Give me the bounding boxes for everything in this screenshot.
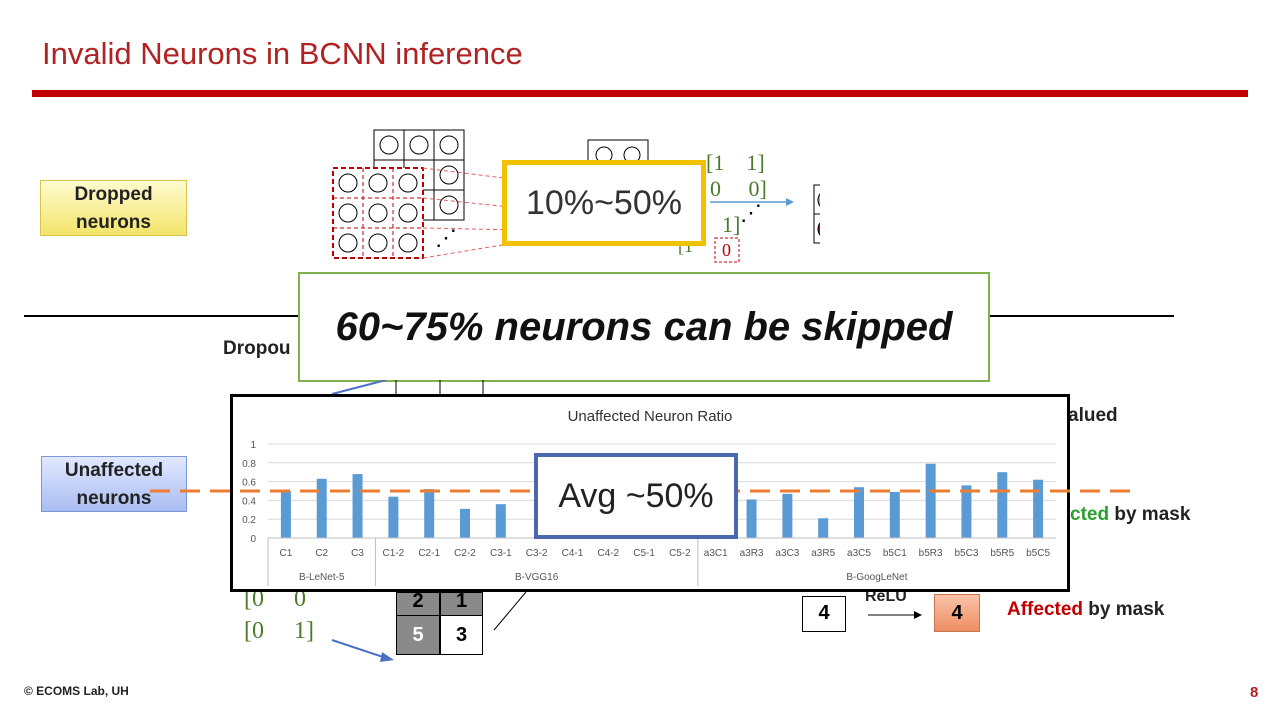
bar <box>782 493 793 538</box>
value-before-relu: 4 <box>802 596 846 632</box>
x-tick-label: C3-2 <box>526 548 548 559</box>
bar <box>424 489 435 538</box>
x-tick-label: a3C1 <box>704 548 728 559</box>
bar <box>1033 479 1044 538</box>
y-tick-label: 0.2 <box>242 515 256 526</box>
bar <box>316 478 327 538</box>
bar <box>818 518 829 538</box>
y-tick-label: 0 <box>250 534 256 545</box>
x-tick-label: C1 <box>280 548 293 559</box>
tile-gray-top-right: 1 <box>440 591 483 616</box>
valued-label: alued <box>1068 405 1118 426</box>
unaffected-by-mask-label: cted by mask <box>1070 504 1191 525</box>
x-tick-label: C4-1 <box>562 548 584 559</box>
dropout-label: Dropou <box>223 338 291 359</box>
x-tick-label: b5C3 <box>955 548 979 559</box>
chart-title: Unaffected Neuron Ratio <box>567 408 733 425</box>
y-tick-label: 1 <box>250 440 256 451</box>
group-label: B-LeNet-5 <box>299 572 345 583</box>
page-number: 8 <box>1250 684 1259 701</box>
bar <box>352 474 363 538</box>
x-tick-label: b5R5 <box>990 548 1014 559</box>
bar <box>854 487 864 538</box>
mask-matrix-bottom-row2: [0 1] <box>244 618 314 644</box>
affected-by-mask-label: Affected by mask <box>1007 599 1165 620</box>
relu-label: ReLU <box>865 588 907 605</box>
relu-arrow <box>868 611 922 619</box>
x-tick-label: C4-2 <box>597 548 619 559</box>
y-tick-label: 0.6 <box>242 478 256 489</box>
bar <box>280 491 291 538</box>
bar <box>925 463 936 538</box>
average-callout: Avg ~50% <box>534 453 738 539</box>
dropout-range-callout: 10%~50% <box>502 160 706 246</box>
dropout-diagram: ⋰ ⋰ <box>332 129 820 263</box>
x-tick-label: b5R3 <box>919 548 943 559</box>
mask-matrix-mid: 1] <box>722 212 741 237</box>
dropped-neurons-label: Dropped neurons <box>40 180 187 236</box>
mask-matrix-top-row2: 0 0] <box>710 176 767 201</box>
tile-white-bottom: 3 <box>440 615 483 655</box>
bar <box>961 485 972 538</box>
x-tick-label: a3C5 <box>847 548 871 559</box>
x-tick-label: a3R3 <box>740 548 764 559</box>
mask-matrix-bottom-row1: [0 0 <box>244 586 306 612</box>
mask-matrix-mid-row2: [1 <box>678 236 693 256</box>
tile-gray-bottom: 5 <box>396 615 440 655</box>
x-tick-label: C5-1 <box>633 548 655 559</box>
x-tick-label: C2 <box>315 548 328 559</box>
x-tick-label: C3-1 <box>490 548 512 559</box>
title-rule <box>32 90 1248 97</box>
bar <box>746 499 757 538</box>
x-tick-label: b5C5 <box>1026 548 1050 559</box>
slide-title: Invalid Neurons in BCNN inference <box>42 36 523 71</box>
lower-connectors <box>331 380 527 662</box>
bar <box>997 472 1008 538</box>
y-tick-label: 0.8 <box>242 459 256 470</box>
lab-credit: © ECOMS Lab, UH <box>24 684 129 698</box>
x-tick-label: C2-2 <box>454 548 476 559</box>
x-tick-label: C5-2 <box>669 548 691 559</box>
tile-gray-top-left: 2 <box>396 591 440 616</box>
output-map-front <box>813 184 820 244</box>
y-tick-label: 0.4 <box>242 496 256 507</box>
value-after-relu: 4 <box>934 594 980 632</box>
mask-matrix-top: [1 1] <box>706 150 765 175</box>
bar <box>388 496 399 538</box>
svg-text:⋰: ⋰ <box>435 225 457 250</box>
x-tick-label: a3R5 <box>811 548 835 559</box>
bar <box>889 491 900 538</box>
feature-map-front <box>332 167 424 259</box>
bar <box>495 504 506 538</box>
x-tick-label: C2-1 <box>418 548 440 559</box>
group-label: B-VGG16 <box>515 572 559 583</box>
masked-zero: 0 <box>722 240 731 260</box>
x-tick-label: C3 <box>351 548 364 559</box>
skipped-neurons-callout: 60~75% neurons can be skipped <box>298 272 990 382</box>
group-label: B-GoogLeNet <box>846 572 907 583</box>
x-tick-label: C1-2 <box>383 548 405 559</box>
bar <box>460 508 470 538</box>
unaffected-neurons-label: Unaffected neurons <box>41 456 187 512</box>
svg-text:⋰: ⋰ <box>740 200 762 225</box>
x-tick-label: a3C3 <box>775 548 799 559</box>
x-tick-label: b5C1 <box>883 548 907 559</box>
